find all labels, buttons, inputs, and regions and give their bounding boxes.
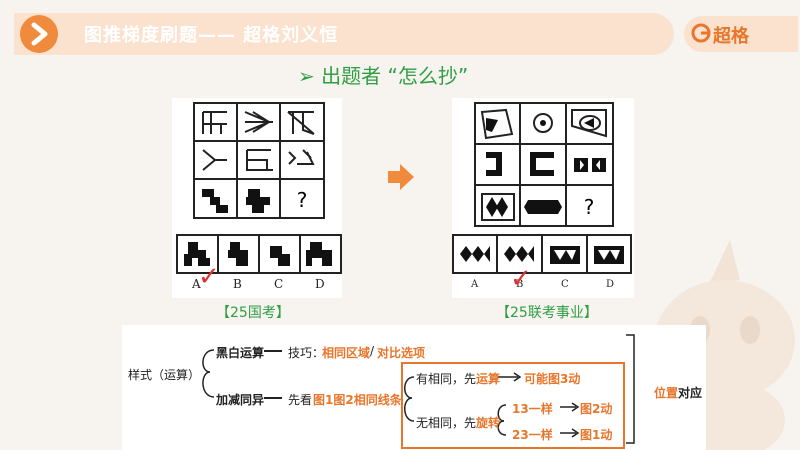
mindmap-same-prefix: 有相同，先 xyxy=(416,372,477,386)
mindmap-tip-b: 对比选项 xyxy=(377,346,426,360)
question-mark: ? xyxy=(584,195,595,219)
right-option-c-label[interactable]: C xyxy=(561,279,569,290)
page-title: 图推梯度刷题—— 超格刘义恒 xyxy=(84,25,339,46)
option-b-shape xyxy=(504,246,534,262)
mindmap-sub1-label: 13一样 xyxy=(512,402,553,416)
mindmap-look-highlight: 图1图2相同线条 xyxy=(313,393,402,407)
left-question-source: 【25国考】 xyxy=(216,305,290,321)
left-option-b-label[interactable]: B xyxy=(233,277,242,291)
left-option-c-label[interactable]: C xyxy=(274,277,284,291)
right-question-grid: ? xyxy=(474,102,614,227)
mindmap-root: 样式（运算） xyxy=(128,368,201,382)
left-option-d-label[interactable]: D xyxy=(315,277,325,291)
mindmap-panel xyxy=(122,325,706,450)
mindmap-tip-label: 技巧： xyxy=(288,346,325,360)
header-bar xyxy=(14,13,674,55)
brand-logo-text: 超格 xyxy=(713,26,749,47)
right-option-d-label[interactable]: D xyxy=(606,279,615,290)
header-badge xyxy=(20,15,58,53)
mindmap-tip-a: 相同区域 xyxy=(322,346,371,360)
right-option-a-label[interactable]: A xyxy=(471,279,479,290)
left-options-row xyxy=(176,234,342,274)
option-a-shape xyxy=(184,242,210,266)
mindmap-diff-highlight: 旋转 xyxy=(476,416,501,430)
option-a-shape xyxy=(460,246,490,262)
mindmap-same-result: 可能图3动 xyxy=(524,372,581,386)
option-c-shape xyxy=(270,246,290,266)
mindmap-sub2-label: 23一样 xyxy=(512,428,553,442)
mindmap-branch-add: 加减同异 xyxy=(216,393,265,407)
right-answer-check-icon: ✓ xyxy=(510,264,532,294)
mindmap-sub1-result: 图2动 xyxy=(580,402,613,416)
left-answer-check-icon: ✓ xyxy=(198,262,220,292)
mindmap-connectors xyxy=(202,334,635,449)
right-option-b-label[interactable]: B xyxy=(516,279,524,290)
mindmap-branch-bw: 黑白运算 xyxy=(216,346,265,360)
arrow-right-icon xyxy=(388,164,414,190)
mindmap-tip-sep: / xyxy=(370,344,375,358)
brand-logo-icon xyxy=(691,23,711,43)
mindmap-same-highlight: 运算 xyxy=(476,372,501,386)
highlight-box xyxy=(401,362,625,449)
section-subtitle: ➢ 出题者 “怎么抄” xyxy=(298,64,469,88)
option-b-shape xyxy=(228,242,248,266)
mindmap-right-label: 位置对应 xyxy=(654,386,703,400)
question-mark: ? xyxy=(297,188,308,212)
left-option-a-label[interactable]: A xyxy=(192,277,201,291)
right-options-row xyxy=(452,234,632,274)
mindmap-diff-prefix: 无相同，先 xyxy=(416,416,477,430)
option-d-shape xyxy=(306,242,332,266)
right-question-source: 【25联考事业】 xyxy=(496,305,598,321)
mindmap-sub2-result: 图1动 xyxy=(580,428,613,442)
option-d-shape xyxy=(594,246,624,264)
option-c-shape xyxy=(550,246,580,264)
chevron-right-icon xyxy=(31,22,48,46)
left-question-grid: ? xyxy=(193,102,325,219)
mindmap-look-prefix: 先看 xyxy=(288,393,313,407)
